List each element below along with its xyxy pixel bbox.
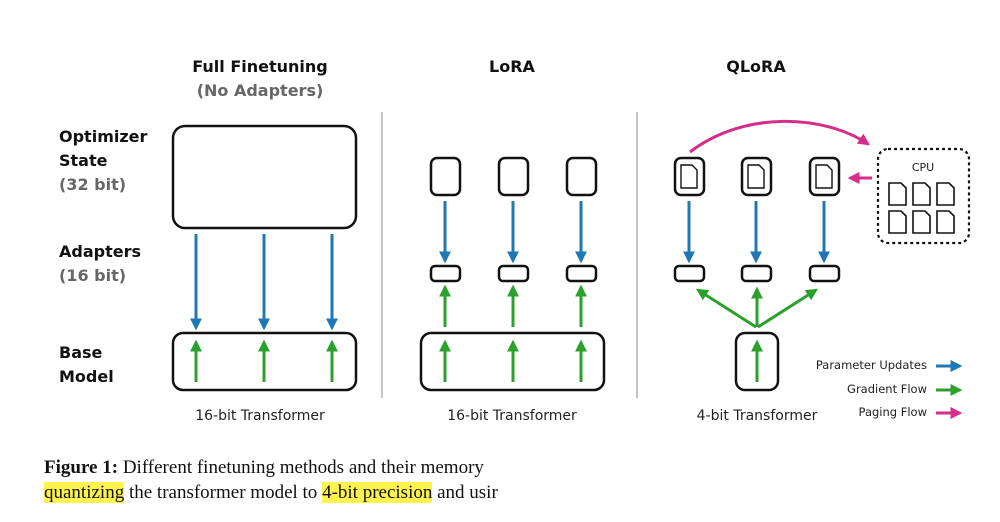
page-icon (912, 182, 931, 206)
parameter-update-arrows (683, 201, 830, 264)
page-icon (912, 210, 931, 234)
qlora-adapter-boxes (673, 264, 841, 283)
page-icon (747, 164, 765, 189)
optimizer-state-box (497, 156, 530, 197)
column-title-qlora: QLoRA (726, 57, 786, 76)
optimizer-state-box (429, 156, 462, 197)
legend: Parameter Updates Gradient Flow Paging F… (816, 358, 963, 419)
green-arrow (757, 288, 819, 329)
fade-overlay (520, 448, 670, 518)
column-subtitle-full-finetuning: (No Adapters) (197, 81, 324, 100)
page-icon (936, 210, 955, 234)
caption-text: and usir (432, 482, 498, 503)
adapter-box (808, 264, 841, 283)
figure-caption: Figure 1: Different finetuning methods a… (44, 455, 644, 505)
adapter-box (497, 264, 530, 283)
page-icon (888, 182, 907, 206)
lora-adapter-boxes (429, 264, 598, 283)
gradient-flow-arrows (190, 339, 338, 382)
cpu-box: CPU (876, 147, 971, 245)
caption-text: the transformer model to (124, 482, 323, 503)
row-label-base-line2: Model (59, 367, 114, 386)
adapter-box (740, 264, 773, 283)
optimizer-state-box (565, 156, 598, 197)
gradient-flow-arrows (695, 286, 819, 382)
footer-full-finetuning: 16-bit Transformer (195, 408, 325, 424)
optimizer-state-box (673, 156, 706, 197)
row-label-optimizer-line2: State (59, 151, 108, 170)
legend-label-parameter-updates: Parameter Updates (816, 358, 927, 372)
page-icon (936, 182, 955, 206)
cpu-page-icons (888, 182, 955, 234)
parameter-update-arrows (439, 201, 587, 264)
page-icon (680, 164, 698, 189)
row-label-adapters-sub: (16 bit) (59, 266, 126, 285)
caption-label: Figure 1: (44, 457, 119, 478)
legend-label-paging-flow: Paging Flow (859, 405, 927, 419)
cpu-label: CPU (912, 161, 934, 174)
adapter-box (565, 264, 598, 283)
green-arrow (695, 288, 757, 329)
page-icon (888, 210, 907, 234)
column-title-lora: LoRA (489, 57, 536, 76)
row-label-optimizer-line1: Optimizer (59, 127, 148, 146)
column-title-full-finetuning: Full Finetuning (192, 57, 327, 76)
footer-lora: 16-bit Transformer (447, 408, 577, 424)
parameter-update-arrows (190, 234, 338, 331)
optimizer-state-box (740, 156, 773, 197)
adapter-box (673, 264, 706, 283)
legend-label-gradient-flow: Gradient Flow (847, 382, 927, 396)
caption-highlight: 4-bit precision (322, 482, 433, 503)
lora-optimizer-boxes (429, 156, 598, 197)
optimizer-state-box (808, 156, 841, 197)
optimizer-state-box (171, 124, 358, 230)
paging-flow-arrow (689, 119, 870, 154)
adapter-box (429, 264, 462, 283)
row-label-optimizer-sub: (32 bit) (59, 175, 126, 194)
footer-qlora: 4-bit Transformer (697, 408, 818, 424)
row-label-adapters: Adapters (59, 242, 141, 261)
caption-text: Different finetuning methods and their m… (118, 457, 484, 478)
page-icon (815, 164, 833, 189)
gradient-flow-arrows (439, 284, 587, 382)
row-label-base-line1: Base (59, 343, 103, 362)
caption-highlight: quantizing (44, 482, 125, 503)
qlora-optimizer-boxes (673, 156, 841, 197)
